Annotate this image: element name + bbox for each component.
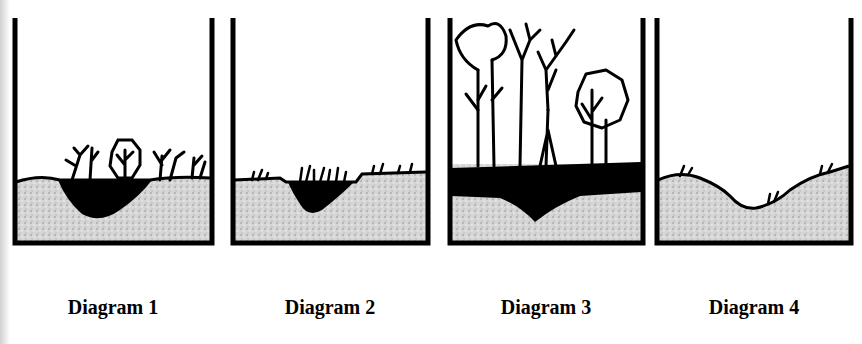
panel-2: [233, 18, 428, 243]
panel-label: Diagram 3: [501, 296, 592, 319]
panel-label: Diagram 4: [709, 296, 800, 319]
panel-3: [450, 18, 643, 243]
panel-label: Diagram 2: [285, 296, 376, 319]
panel-1: [15, 18, 212, 243]
panel-label: Diagram 1: [68, 296, 159, 319]
panel-4: [657, 18, 851, 243]
